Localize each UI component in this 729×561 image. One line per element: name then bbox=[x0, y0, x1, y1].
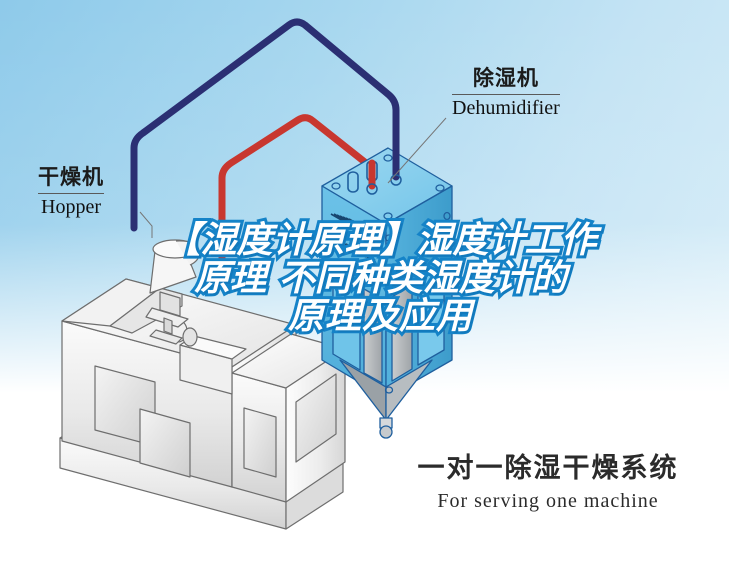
dehumidifier-corner-screws bbox=[331, 154, 445, 220]
headline-line-1: 【湿度计原理】湿度计工作 bbox=[161, 219, 599, 263]
return-air-pipe bbox=[130, 18, 400, 232]
dry-pipe-socket bbox=[366, 183, 378, 195]
bottom-caption: 一对一除湿干燥系统 For serving one machine bbox=[388, 452, 708, 514]
label-hopper: 干燥机 Hopper bbox=[38, 165, 104, 219]
feed-funnel-inlet bbox=[175, 240, 200, 266]
feed-funnel-stem bbox=[163, 317, 173, 335]
feed-funnel-flange bbox=[145, 307, 189, 328]
caption-en: For serving one machine bbox=[437, 490, 659, 512]
headline-overlay: 【湿度计原理】湿度计工作 原理 不同种类湿度计的 原理及应用 bbox=[108, 219, 653, 339]
hopper-dryer-machine bbox=[59, 239, 346, 530]
label-dehumidifier: 除湿机 Dehumidifier bbox=[452, 66, 560, 120]
dehumidifier-door-r2 bbox=[417, 265, 445, 366]
dehumidifier-side-screws bbox=[384, 211, 451, 394]
label-dehumidifier-cn: 除湿机 bbox=[472, 67, 539, 90]
dehumidifier-cone-right bbox=[385, 359, 433, 421]
hopper-motor-disc-2 bbox=[182, 327, 198, 347]
dehumidifier-machine bbox=[321, 147, 453, 439]
headline-line-2: 原理 不同种类湿度计的 bbox=[191, 257, 570, 301]
hopper-panel-2 bbox=[139, 408, 191, 478]
dehumidifier-outlet-knob bbox=[379, 425, 393, 439]
dehumidifier-leader-line bbox=[387, 117, 447, 184]
label-hopper-rule bbox=[38, 193, 104, 194]
dehumidifier-door-left bbox=[332, 269, 361, 371]
feed-funnel-foot bbox=[149, 329, 183, 345]
dehumidifier-vent-louvers bbox=[330, 213, 376, 261]
dehumidifier-outlet-valve bbox=[379, 417, 393, 429]
hopper-leader-line bbox=[139, 211, 153, 238]
label-hopper-cn: 干燥机 bbox=[38, 166, 104, 189]
dehumidifier-door-r1 bbox=[391, 284, 413, 382]
caption-cn: 一对一除湿干燥系统 bbox=[417, 453, 679, 483]
label-hopper-en: Hopper bbox=[41, 196, 101, 218]
dehumidifier-door-right bbox=[363, 288, 383, 384]
label-dehumidifier-en: Dehumidifier bbox=[452, 97, 560, 119]
hopper-panel-3 bbox=[243, 407, 277, 478]
hopper-panel-4 bbox=[295, 373, 337, 463]
headline-line-3: 原理及应用 bbox=[285, 295, 475, 339]
label-dehumidifier-rule bbox=[452, 94, 560, 95]
